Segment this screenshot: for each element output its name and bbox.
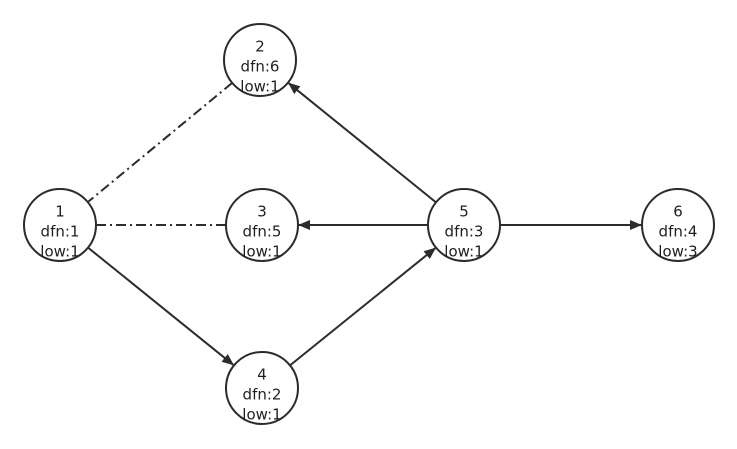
node-low-label: low:1 — [242, 406, 281, 424]
edge-1-4 — [87, 246, 234, 366]
node-id-label: 5 — [459, 203, 469, 221]
node-id-label: 1 — [55, 203, 65, 221]
node-dfn-label: dfn:1 — [41, 223, 80, 241]
node-dfn-label: dfn:2 — [243, 386, 282, 404]
node-low-label: low:3 — [658, 243, 697, 261]
edges-layer — [87, 82, 642, 367]
node-id-label: 6 — [673, 203, 683, 221]
node-circle — [641, 188, 715, 262]
node-4: 4 dfn:2 low:1 — [225, 351, 299, 425]
node-3: 3 dfn:5 low:1 — [225, 188, 299, 262]
node-low-label: low:1 — [444, 243, 483, 261]
node-circle — [23, 188, 97, 262]
node-1: 1 dfn:1 low:1 — [23, 188, 97, 262]
node-dfn-label: dfn:5 — [243, 223, 282, 241]
node-circle — [225, 351, 299, 425]
node-6: 6 dfn:4 low:3 — [641, 188, 715, 262]
node-circle — [223, 23, 297, 97]
nodes-layer: 1 dfn:1 low:1 2 dfn:6 low:1 3 dfn:5 low:1 4 dfn:2 l… — [23, 23, 715, 425]
node-circle — [427, 188, 501, 262]
node-id-label: 2 — [255, 38, 265, 56]
node-circle — [225, 188, 299, 262]
node-id-label: 3 — [257, 203, 267, 221]
node-5: 5 dfn:3 low:1 — [427, 188, 501, 262]
node-2: 2 dfn:6 low:1 — [223, 23, 297, 97]
edge-4-5 — [289, 247, 436, 367]
node-dfn-label: dfn:6 — [241, 58, 280, 76]
node-low-label: low:1 — [40, 243, 79, 261]
node-low-label: low:1 — [242, 243, 281, 261]
node-dfn-label: dfn:4 — [659, 223, 698, 241]
node-dfn-label: dfn:3 — [445, 223, 484, 241]
edge-5-2 — [288, 82, 437, 204]
node-low-label: low:1 — [240, 78, 279, 96]
edge-2-1 — [87, 82, 233, 203]
node-id-label: 4 — [257, 366, 267, 384]
